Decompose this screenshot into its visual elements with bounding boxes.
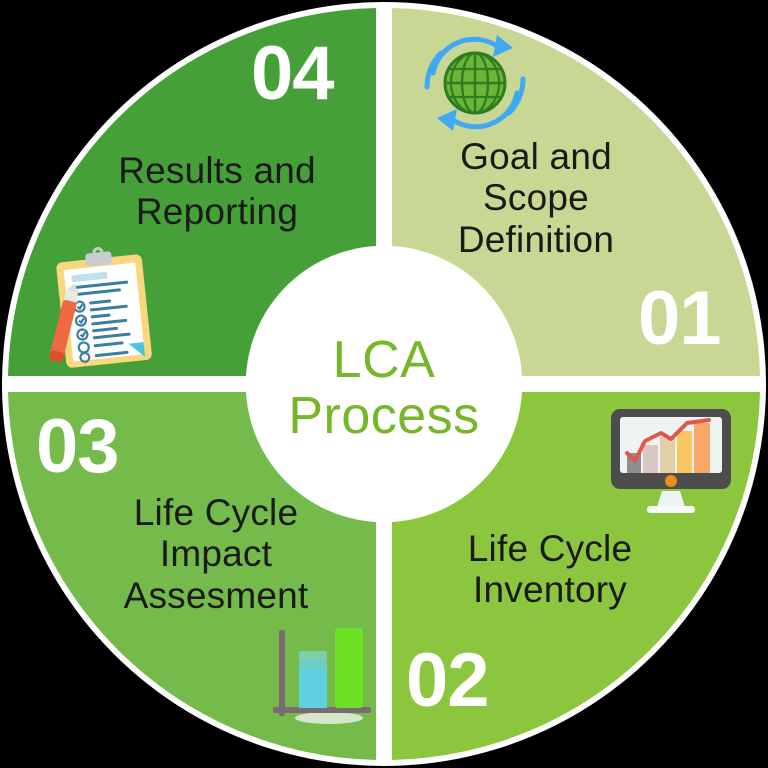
globe-recycle-icon [424,35,526,131]
monitor-chart-icon [611,409,731,513]
center-hub [252,252,516,516]
bar-chart-icon [273,628,371,724]
clipboard-checklist-icon [49,246,152,368]
